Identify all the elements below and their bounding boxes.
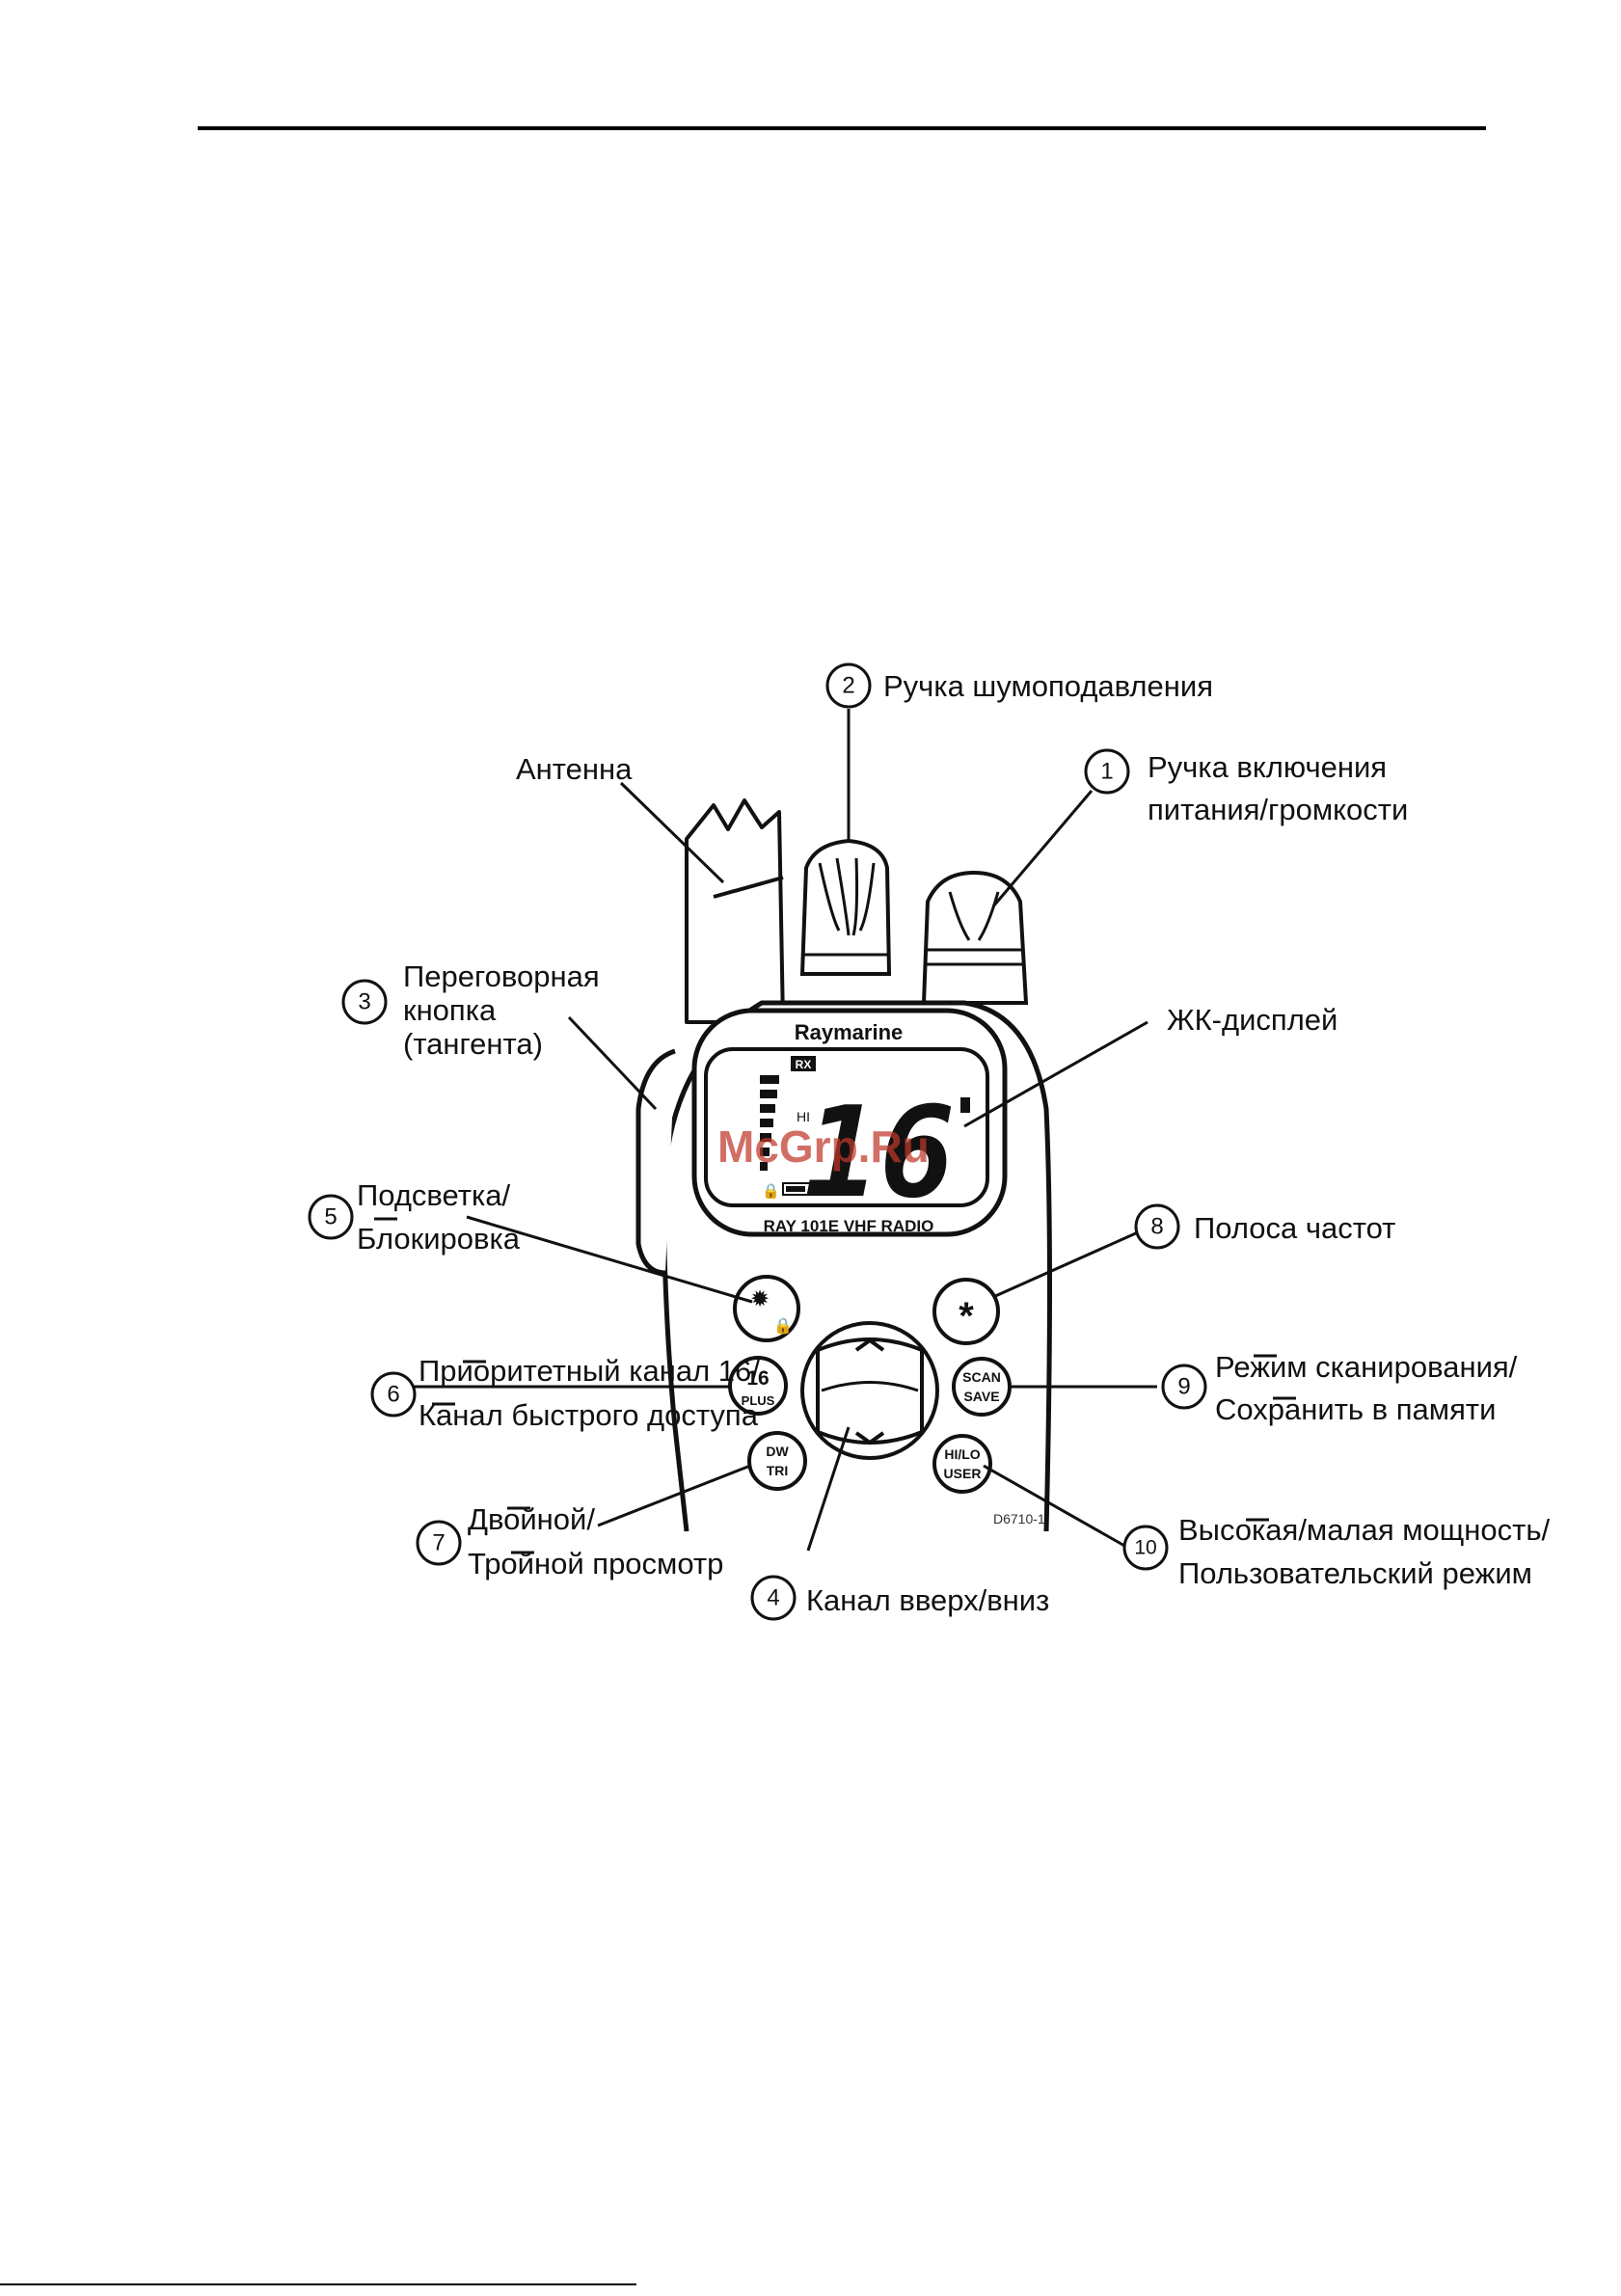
page-footer-rule [0,2283,636,2285]
callout-7-number: 7 [432,1530,445,1556]
ptt-button[interactable] [635,1048,676,1276]
callout-4-number: 4 [767,1585,779,1611]
callout-4-label: Канал вверх/вниз [806,1583,1049,1617]
dw-label-line1: DW [766,1444,789,1459]
ch16-label-line2: PLUS [742,1393,775,1408]
squelch-knob [799,838,892,976]
lcd-lock-icon: 🔒 [762,1182,780,1200]
callout-8-number: 8 [1150,1214,1163,1240]
dw-label-line2: TRI [767,1463,789,1478]
antenna [685,798,785,1024]
ch16-plus-button[interactable]: 16 PLUS [728,1356,788,1416]
sun-icon: ✹ [750,1285,770,1312]
hilo-label-line1: HI/LO [944,1446,980,1462]
scan-label-line2: SAVE [963,1389,999,1404]
lock-icon: 🔒 [773,1316,793,1335]
lcd-display: RX HI 🔒 16 [760,1056,970,1226]
light-lock-button[interactable]: ✹ 🔒 [733,1275,800,1342]
callout-2-label: Ручка шумоподавления [883,669,1213,703]
signal-bars [760,1075,779,1171]
callout-numbers: 2 1 3 4 5 6 7 8 9 10 [324,673,1190,1611]
model-label: RAY 101E VHF RADIO [764,1217,934,1235]
callout-3-label-line2: кнопка [403,993,497,1027]
hilo-label-line2: USER [944,1466,982,1481]
callout-5-label-line1: Подсветка/ [357,1178,510,1212]
ch16-label-line1: 16 [746,1367,769,1390]
leader-lines [395,709,1157,1552]
lcd-label: ЖК-дисплей [1167,1003,1337,1037]
callout-1-label-line1: Ручка включения [1148,750,1387,784]
callout-5-number: 5 [324,1204,337,1230]
callout-1-label-line2: питания/громкости [1148,793,1408,826]
callout-3-number: 3 [358,989,370,1015]
power-volume-knob [921,870,1029,1005]
lcd-channel-number: 16 [804,1079,956,1226]
accelerator-marks [374,1217,1296,1554]
dw-tri-button[interactable]: DW TRI [747,1431,807,1491]
callout-3-label-line1: Переговорная [403,959,600,993]
scan-label-line1: SCAN [962,1369,1001,1385]
page-header-rule [198,126,1486,130]
scan-save-button[interactable]: SCAN SAVE [952,1357,1012,1417]
callout-10-label-line2: Пользовательский режим [1178,1556,1532,1590]
callout-6-number: 6 [387,1382,399,1408]
lcd-battery-icon [782,1182,811,1196]
brand-logo: Raymarine [795,1020,904,1044]
callout-8-label: Полоса частот [1194,1211,1395,1245]
callout-2-number: 2 [842,673,854,699]
callout-9-number: 9 [1177,1374,1190,1400]
watermark: McGrp.Ru [717,1121,930,1172]
callout-1-number: 1 [1100,759,1113,785]
channel-down-icon[interactable] [854,1431,885,1445]
callout-6-label-line1: Приоритетный канал 16/ [419,1354,760,1388]
callout-9-label-line2: Сохранить в памяти [1215,1392,1496,1426]
callout-10-label-line1: Высокая/малая мощность/ [1178,1513,1550,1547]
callout-3-label-line3: (тангента) [403,1027,543,1061]
channel-up-icon[interactable] [854,1337,885,1352]
hilo-user-button[interactable]: HI/LO USER [932,1434,992,1494]
callout-markers [308,662,1207,1621]
diagram-id: D6710-1 [993,1511,1045,1526]
callout-5-label-line2: Блокировка [357,1222,521,1256]
callout-7-label-line1: Двойной/ [468,1502,595,1536]
band-button[interactable]: * [932,1278,1000,1345]
lcd-power-level: HI [797,1109,810,1124]
lcd-bezel: Raymarine RAY 101E VHF RADIO [691,1008,1008,1237]
callout-10-number: 10 [1134,1537,1156,1559]
lcd-rx-indicator: RX [796,1058,812,1071]
callout-labels: Антенна Ручка шумоподавления Ручка включ… [357,669,1550,1617]
antenna-label: Антенна [516,752,633,786]
band-button-label: * [959,1295,974,1337]
channel-rocker[interactable] [800,1321,939,1460]
callout-6-label-line2: Канал быстрого доступа [419,1398,759,1432]
callout-7-label-line2: Тройной просмотр [468,1547,723,1580]
